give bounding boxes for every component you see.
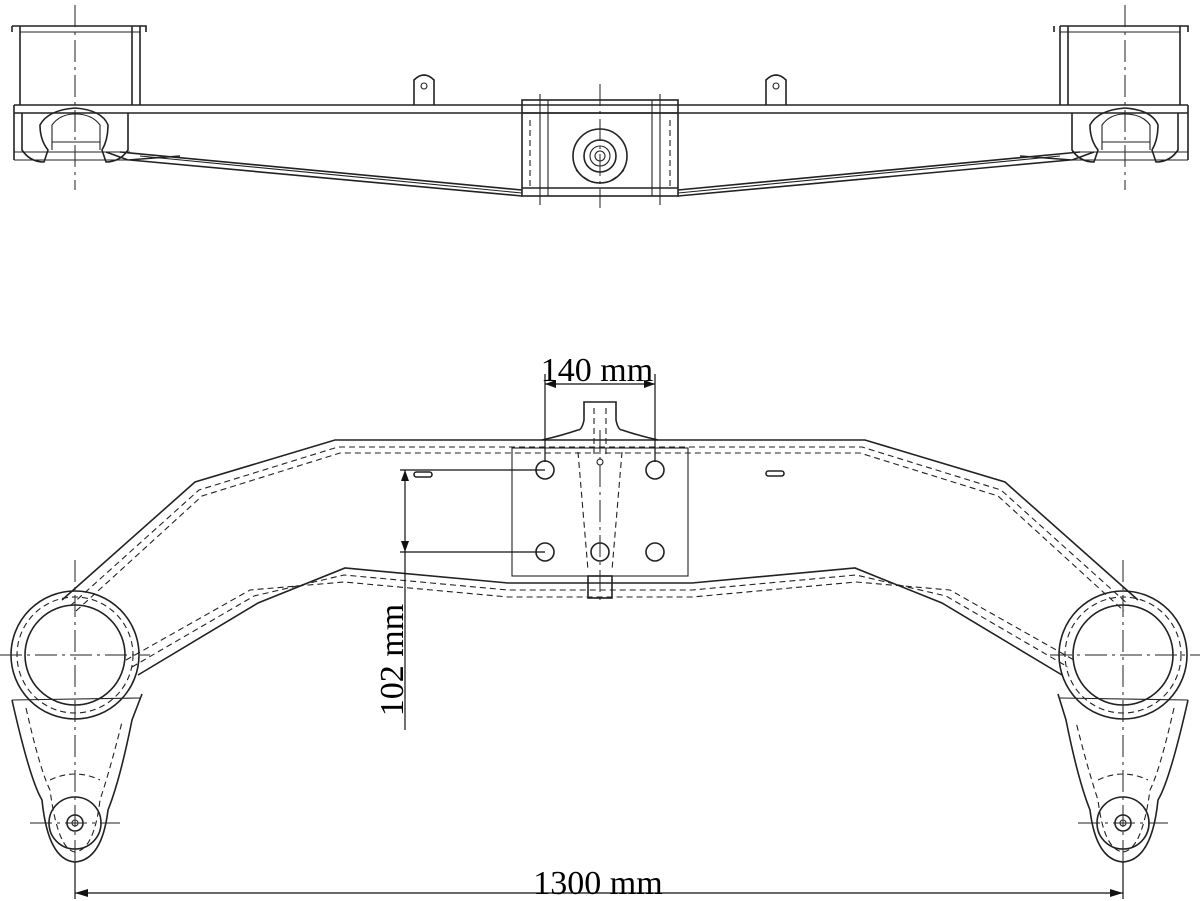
dimension-label-140: 140 mm [541, 352, 653, 389]
left-spring-bracket [21, 107, 181, 163]
top-center-block [521, 94, 679, 205]
dimension-1300: 1300 mm [74, 862, 1124, 901]
dimension-102: 102 mm [374, 469, 545, 730]
top-lower-chord [119, 151, 1081, 197]
bottom-center-lines [0, 430, 1200, 875]
top-mounting-lugs [413, 74, 787, 105]
slot-marks [413, 470, 785, 478]
dimension-140: 140 mm [541, 352, 656, 462]
right-spring-bracket [1019, 107, 1179, 163]
top-center-lines [74, 5, 1126, 208]
dimension-label-102: 102 mm [374, 604, 411, 716]
left-top-cup [11, 25, 147, 105]
dimension-label-1300: 1300 mm [533, 865, 662, 901]
bottom-view [0, 401, 1200, 875]
right-top-cup [1053, 25, 1189, 105]
top-view [11, 5, 1189, 208]
